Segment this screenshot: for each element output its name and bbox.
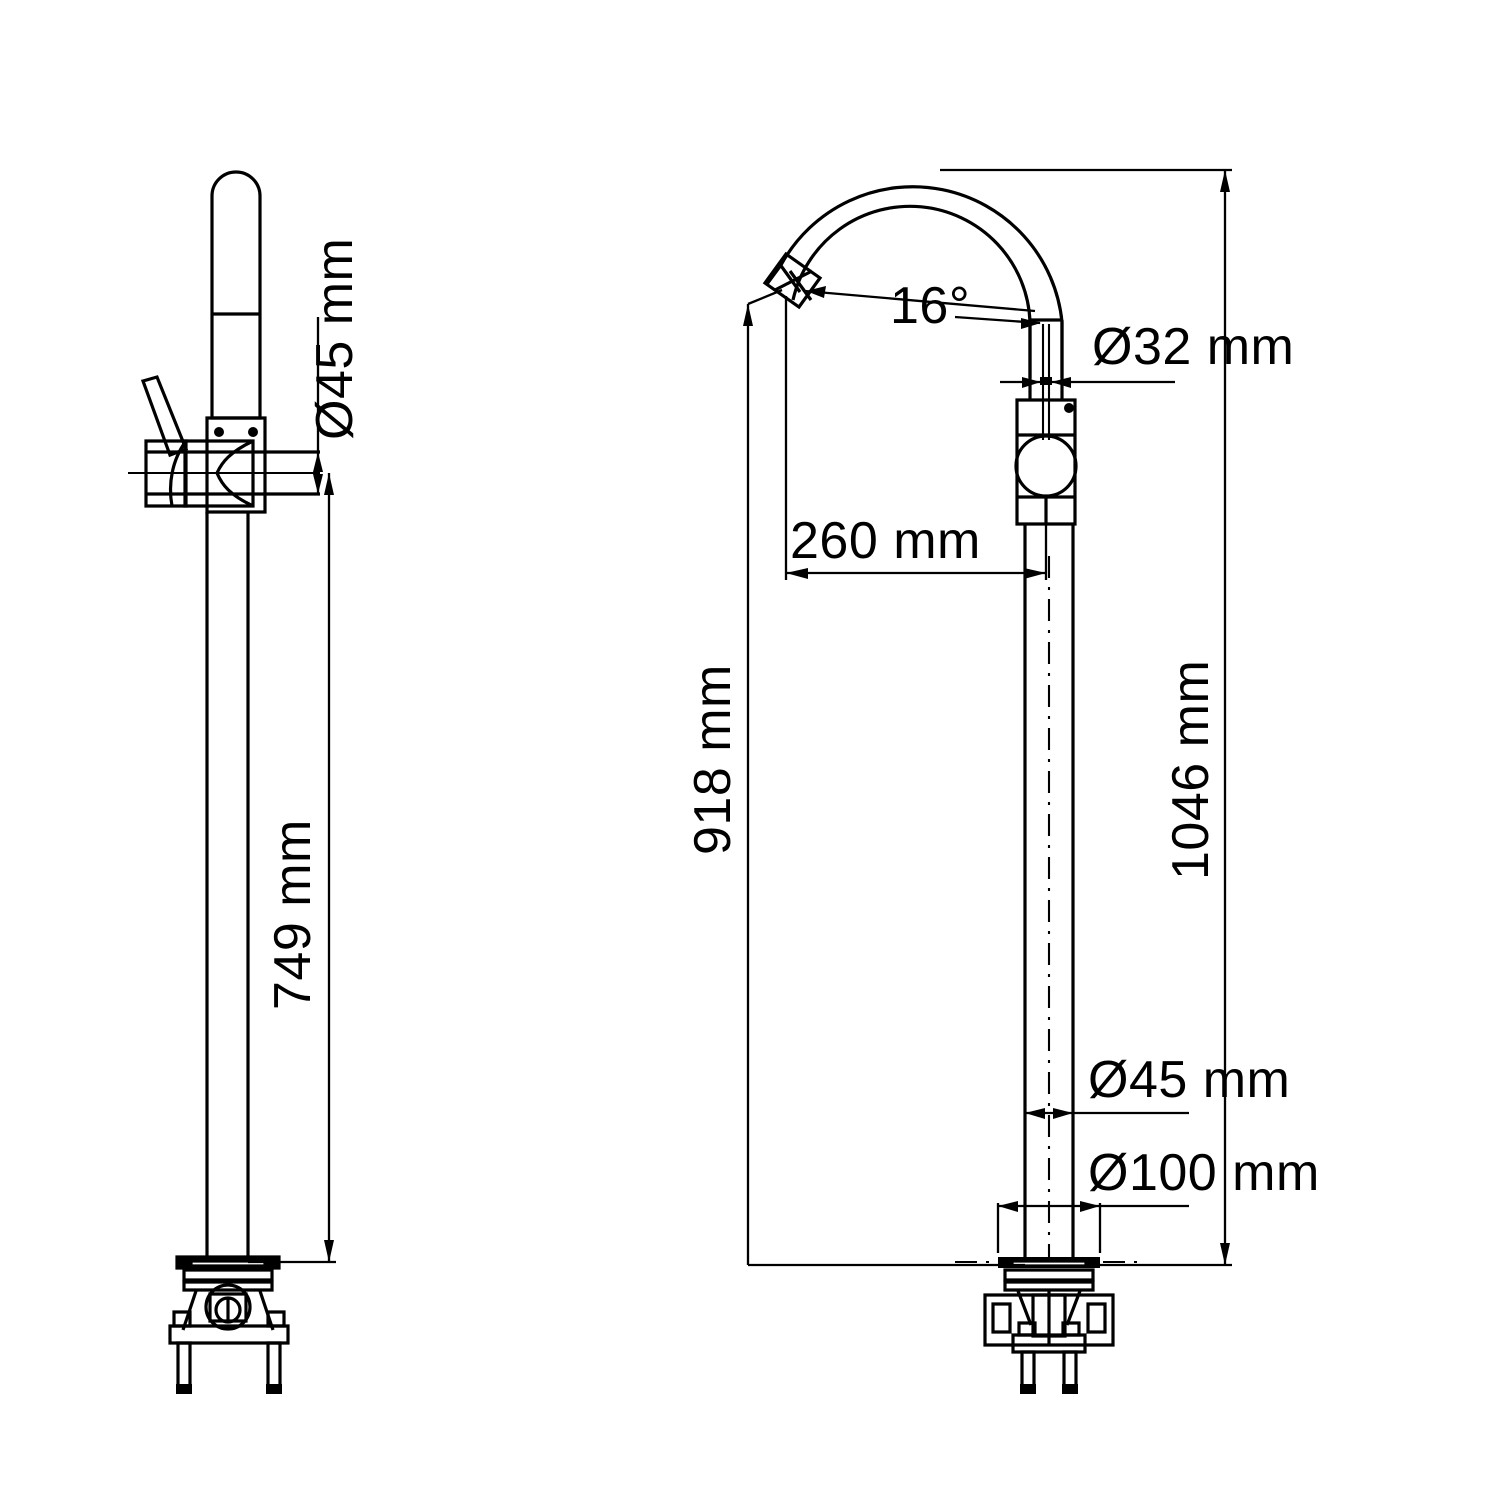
right-base-cone-right [1065, 1290, 1082, 1326]
right-aerator-rib-1 [777, 262, 802, 293]
right-d100-arrow-right [1080, 1201, 1100, 1212]
right-d45-arrow-right [1053, 1108, 1073, 1119]
right-base-ring-2 [1003, 1280, 1095, 1292]
left-base-nut-right [266, 1310, 286, 1328]
right-d45-arrow-left [1025, 1108, 1045, 1119]
left-h749-arrow-top [324, 473, 334, 495]
right-dim-diameter-45: Ø45 mm [1025, 1051, 1290, 1119]
right-reach260-arrow-right [1024, 568, 1046, 579]
right-base-rod-foot-right [1062, 1384, 1078, 1394]
left-view-side-profile: Ø45 mm 749 mm [128, 170, 364, 1394]
left-spout-tube [210, 170, 262, 420]
left-lever-handle [140, 375, 189, 458]
right-base-crossbar [1011, 1333, 1087, 1354]
left-valve-body-block [205, 416, 267, 514]
right-d45-label: Ø45 mm [1088, 1051, 1290, 1109]
right-angle16-arrow-left [806, 286, 826, 298]
right-valve-body [1014, 398, 1078, 526]
right-valve-screw-dot [1064, 403, 1074, 413]
right-angle16-arrow-right [1021, 318, 1041, 329]
left-lever-housing [144, 439, 188, 508]
right-valve-body-outline [1015, 398, 1077, 526]
left-dim-diameter-45: Ø45 mm [306, 238, 364, 494]
left-valve-screw-dot-1 [214, 427, 224, 437]
right-d32-label: Ø32 mm [1092, 318, 1294, 376]
right-dim-diameter-100: Ø100 mm [996, 1144, 1320, 1253]
left-d45-arrow-bottom [313, 474, 323, 494]
left-d45-arrow-top [313, 452, 323, 472]
right-aerator-rib-2 [788, 270, 813, 301]
right-base-nut-left [1017, 1321, 1037, 1337]
right-angle16-label: 16° [890, 277, 970, 335]
left-dim-height-749: 749 mm [248, 473, 336, 1264]
right-base-nut-right [1061, 1321, 1081, 1337]
left-base-assembly [168, 1255, 290, 1394]
right-d32-arrow-right [1051, 377, 1071, 388]
left-base-nut-left [172, 1310, 192, 1328]
left-d45-label: Ø45 mm [306, 238, 364, 440]
right-base-ring-1 [1003, 1268, 1095, 1282]
right-dim-height-1046: 1046 mm [940, 168, 1232, 1267]
left-base-rod-foot-left [176, 1384, 192, 1394]
right-base-rod-foot-left [1020, 1384, 1036, 1394]
right-dim-diameter-32: Ø32 mm [1000, 318, 1294, 388]
right-dim-angle-16: 16° [804, 277, 1041, 335]
right-view-front-profile: 16° Ø32 mm 260 mm [684, 168, 1320, 1394]
left-base-ring-2 [182, 1280, 274, 1292]
left-base-circle-inner [208, 1292, 248, 1323]
right-reach260-label: 260 mm [790, 512, 981, 570]
left-valve-screw-dot-2 [248, 427, 258, 437]
right-spout-aerator [762, 251, 823, 310]
right-h918-arrow-top [743, 304, 753, 326]
right-aerator-cross [774, 269, 813, 292]
right-angle16-leader-left [804, 289, 1036, 313]
right-h1046-label: 1046 mm [1162, 660, 1220, 880]
right-dim-reach-260: 260 mm [784, 296, 1048, 580]
right-d32-arrow-left [1022, 377, 1041, 388]
right-valve-handle-hub-circle [1014, 434, 1078, 498]
right-base-connector-left-port [991, 1302, 1012, 1334]
right-h1046-arrow-bottom [1220, 1243, 1230, 1265]
right-h918-label: 918 mm [684, 664, 742, 855]
right-reach260-arrow-left [786, 568, 808, 579]
left-base-crossbar [168, 1324, 290, 1345]
left-base-circle-outer [204, 1283, 252, 1331]
left-base-ring-1 [182, 1268, 274, 1282]
left-base-gap [189, 1259, 267, 1268]
right-base-connector-right-port [1086, 1302, 1107, 1334]
left-h749-label: 749 mm [264, 819, 322, 1010]
right-base-cone-left [1016, 1290, 1033, 1326]
left-base-rod-foot-right [266, 1384, 282, 1394]
right-spout-inner-arc [791, 204, 1032, 378]
right-dim-height-918: 918 mm [684, 288, 1025, 1267]
right-base-connector-box [983, 1293, 1115, 1347]
right-d100-arrow-left [998, 1201, 1018, 1212]
right-h918-ext-top [747, 288, 783, 306]
right-stem-cap [1040, 377, 1052, 385]
right-spout-outer-arc [765, 185, 1064, 378]
right-d100-label: Ø100 mm [1088, 1144, 1320, 1202]
left-h749-arrow-bottom [324, 1240, 334, 1262]
right-h1046-arrow-top [1220, 170, 1230, 192]
